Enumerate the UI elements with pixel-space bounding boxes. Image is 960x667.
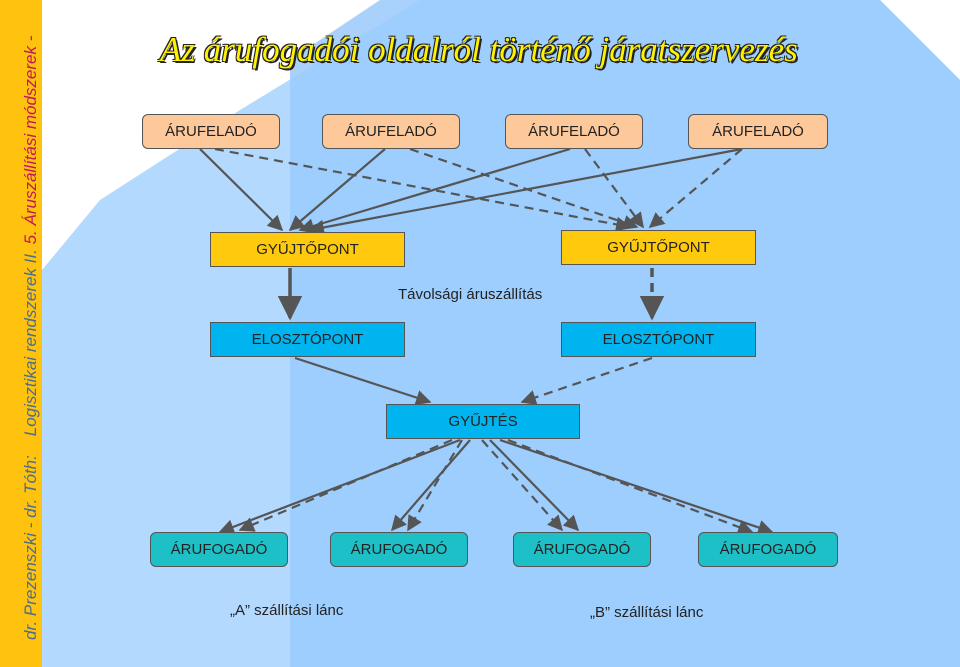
arrow-supplier1-to-collection-b xyxy=(214,147,632,233)
receiver-box-2: ÁRUFOGADÓ xyxy=(330,532,468,567)
sidebar: dr. Prezenszki - dr. Tóth: Logisztikai r… xyxy=(0,0,42,667)
receiver-box-1: ÁRUFOGADÓ xyxy=(150,532,288,567)
arrow-gyujtes-to-receiver3-dashed xyxy=(481,439,564,532)
arrow-supplier4-to-collection-b xyxy=(648,148,743,228)
arrow-gyujtes-to-receiver1 xyxy=(218,438,461,535)
distribution-point-b: ELOSZTÓPONT xyxy=(561,322,756,357)
arrow-supplier2-to-collection-b xyxy=(409,147,639,230)
arrow-gyujtes-to-receiver2 xyxy=(390,439,471,532)
receiver-box-4: ÁRUFOGADÓ xyxy=(698,532,838,567)
arrow-distribution-a-to-gyujtes xyxy=(294,356,432,406)
arrow-gyujtes-to-receiver3 xyxy=(489,439,580,532)
chain-b-label: „B” szállítási lánc xyxy=(590,604,704,621)
page-title: Az árufogadói oldalról történő járatszer… xyxy=(160,30,798,69)
arrow-gyujtes-to-receiver2-dashed xyxy=(407,439,463,532)
chain-a-label: „A” szállítási lánc xyxy=(230,602,344,619)
collection-point-b: GYŰJTŐPONT xyxy=(561,230,756,265)
supplier-box-1: ÁRUFELADÓ xyxy=(142,114,280,149)
arrow-supplier1-to-collection-a xyxy=(199,148,284,232)
receiver-box-3: ÁRUFOGADÓ xyxy=(513,532,651,567)
arrow-distribution-b-to-gyujtes xyxy=(520,356,653,405)
collection-point-a: GYŰJTŐPONT xyxy=(210,232,405,267)
arrow-gyujtes-to-receiver4-dashed xyxy=(507,438,754,535)
collection-box: GYŰJTÉS xyxy=(386,404,580,439)
arrow-gyujtes-to-receiver4 xyxy=(499,438,774,535)
supplier-box-3: ÁRUFELADÓ xyxy=(505,114,643,149)
supplier-box-2: ÁRUFELADÓ xyxy=(322,114,460,149)
arrow-supplier3-to-collection-b xyxy=(584,148,644,229)
distribution-point-a: ELOSZTÓPONT xyxy=(210,322,405,357)
supplier-box-4: ÁRUFELADÓ xyxy=(688,114,828,149)
arrow-gyujtes-to-receiver1-dashed xyxy=(238,438,453,532)
arrow-supplier2-to-collection-a xyxy=(288,148,386,231)
long-distance-label: Távolsági áruszállítás xyxy=(398,286,543,303)
arrow-supplier3-to-collection-a xyxy=(298,147,571,234)
